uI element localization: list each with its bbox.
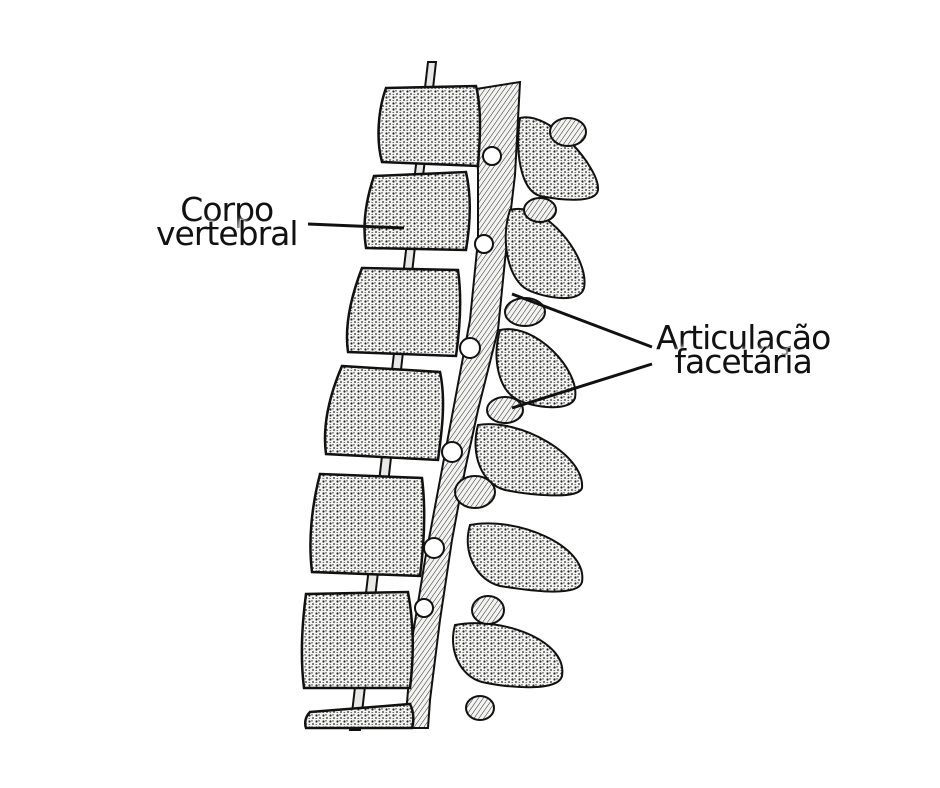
spinous-processes [452, 116, 600, 689]
vertebral-body [323, 364, 445, 462]
label-artic-line2: facetária [674, 342, 812, 381]
vertebral-body [345, 266, 462, 358]
vertebral-body [377, 84, 482, 168]
label-articulacao-facetaria: Articulação facetária [656, 318, 831, 381]
label-corpo-line2: vertebral [156, 214, 299, 253]
vertebral-body [309, 472, 426, 578]
label-artic-line1: Articulação [656, 318, 831, 357]
leader-line-facet-lower [511, 362, 653, 410]
leader-lines [307, 222, 653, 410]
spinous-process [452, 622, 564, 689]
spinous-process [474, 423, 584, 497]
leader-line-facet-upper [511, 292, 653, 349]
label-corpo-vertebral: Corpo vertebral [156, 190, 299, 253]
vertebral-body [363, 170, 472, 252]
vertebral-body [303, 702, 415, 730]
spinous-process [504, 207, 586, 300]
facet-knobs [454, 117, 587, 721]
vertebral-bodies [300, 84, 482, 730]
spinous-process [466, 522, 584, 593]
spinous-process [495, 328, 577, 409]
label-corpo-line1: Corpo [180, 190, 274, 229]
leader-line-corpo [307, 222, 405, 230]
vertebral-body [300, 590, 415, 690]
foramina [414, 146, 502, 618]
